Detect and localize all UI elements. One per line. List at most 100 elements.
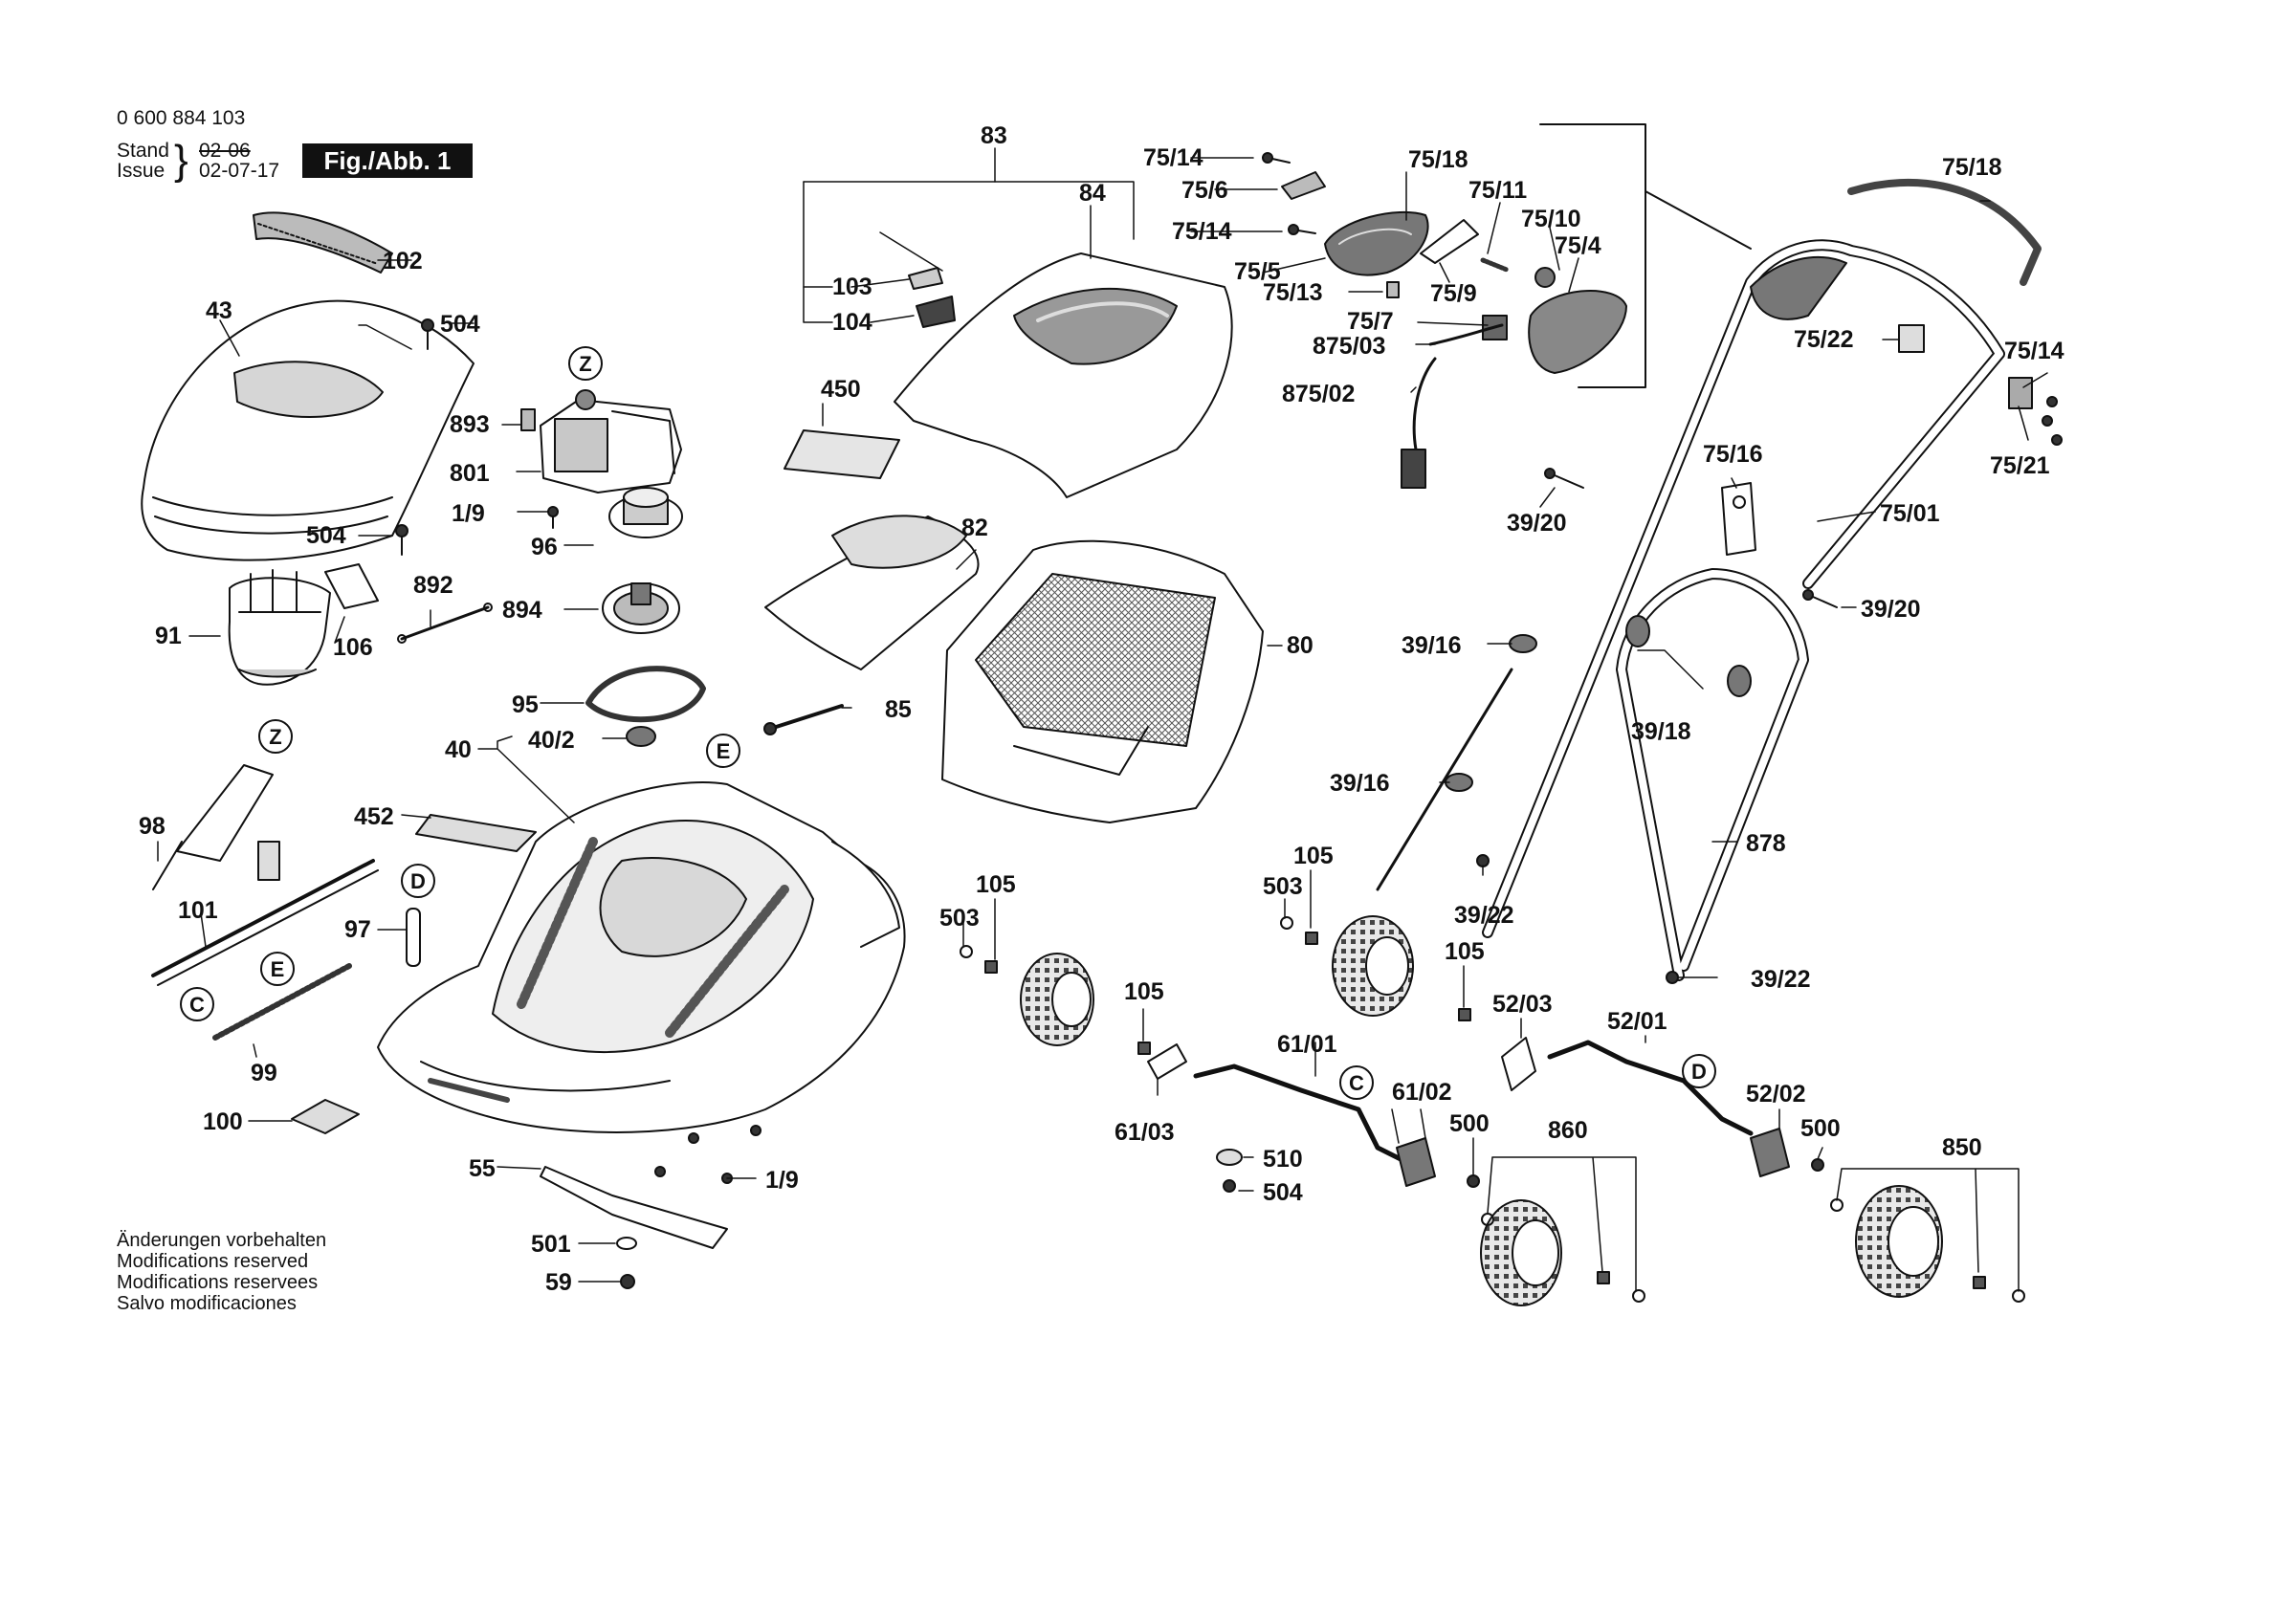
svg-text:Z: Z — [579, 352, 591, 376]
cable-892 — [397, 603, 493, 644]
screw-1-9-top — [547, 506, 559, 529]
front-wheel-right — [1332, 915, 1414, 1017]
callout-39-20-a: 39/20 — [1507, 510, 1567, 537]
svg-text:E: E — [271, 957, 285, 981]
clip-75-22 — [1898, 324, 1925, 353]
nut-105-a — [984, 960, 998, 974]
callout-504-lower: 504 — [306, 522, 346, 549]
document-number: 0 600 884 103 — [117, 107, 246, 129]
motor-cover — [141, 299, 475, 561]
bracket-52-02 — [1750, 1128, 1790, 1177]
part-98 — [152, 764, 274, 890]
callout-75-18-b: 75/18 — [1942, 154, 2002, 181]
spring-75-11 — [1480, 257, 1510, 273]
callout-75-13: 75/13 — [1263, 279, 1323, 306]
grass-box-80 — [941, 539, 1264, 823]
clip-75-21 — [2008, 377, 2033, 409]
callout-101: 101 — [178, 897, 218, 924]
callout-450: 450 — [821, 376, 861, 403]
callout-504-c: 504 — [1263, 1179, 1303, 1206]
callout-52-02: 52/02 — [1746, 1081, 1806, 1108]
grip-bar-75-18 — [1847, 178, 2042, 286]
callout-105-c: 105 — [1293, 843, 1334, 869]
button-75-10 — [1534, 267, 1556, 288]
marker-z-top: Z — [568, 346, 603, 381]
callout-75-01: 75/01 — [1880, 500, 1940, 527]
screws-75-14-c — [2042, 396, 2063, 446]
callout-103: 103 — [832, 274, 872, 300]
screw-500-a — [1467, 1174, 1480, 1188]
callout-75-10: 75/10 — [1521, 206, 1581, 232]
bracket-52-03 — [1501, 1037, 1536, 1091]
marker-e-axle: E — [260, 952, 295, 986]
front-wheel-left — [1020, 953, 1094, 1046]
callout-105-d: 105 — [1445, 938, 1485, 965]
callout-878: 878 — [1746, 830, 1786, 857]
notice-line-fr: Modifications reservees — [117, 1272, 319, 1293]
blade-55 — [540, 1166, 728, 1249]
gear-894 — [602, 582, 680, 634]
bearing-40-2 — [626, 726, 656, 747]
callout-75-11: 75/11 — [1468, 177, 1527, 204]
screw-504-c — [1223, 1179, 1236, 1193]
callout-501: 501 — [531, 1231, 571, 1258]
nut-105-d — [1458, 1008, 1471, 1021]
callout-43: 43 — [206, 297, 232, 324]
lever-75-9 — [1420, 219, 1479, 264]
svg-text:C: C — [189, 993, 205, 1017]
flap-82 — [764, 515, 980, 670]
callout-500-a: 500 — [1449, 1110, 1490, 1137]
callout-801: 801 — [450, 460, 490, 487]
svg-text:C: C — [1349, 1071, 1364, 1095]
spring-99 — [212, 963, 352, 1041]
knob-39-18-a — [1625, 615, 1650, 647]
screw-75-14-a — [1262, 152, 1291, 164]
cover-75-4 — [1528, 290, 1627, 374]
callout-40: 40 — [445, 736, 472, 763]
screw-504-lower — [395, 524, 408, 556]
issue-label: Issue — [117, 160, 166, 182]
callout-labels: 102 43 504 504 91 106 892 893 801 1/9 96… — [139, 122, 2064, 1296]
callout-105-b: 105 — [1124, 978, 1164, 1005]
bag-frame-84 — [894, 252, 1233, 498]
part-100 — [291, 1099, 360, 1134]
stand-label: Stand — [117, 140, 169, 162]
screw-39-20-a — [1544, 468, 1584, 489]
callout-99: 99 — [251, 1060, 277, 1086]
callout-504-top: 504 — [440, 311, 480, 338]
label-452 — [415, 814, 537, 852]
callout-503-b: 503 — [1263, 873, 1303, 900]
callout-894: 894 — [502, 597, 542, 624]
washer-510 — [1216, 1149, 1243, 1166]
callout-39-18: 39/18 — [1631, 718, 1691, 745]
callout-100: 100 — [203, 1108, 243, 1135]
svg-text:Z: Z — [269, 725, 281, 749]
latch-103 — [908, 267, 943, 290]
callout-75-14-b: 75/14 — [1172, 218, 1232, 245]
callout-80: 80 — [1287, 632, 1314, 659]
callout-75-22: 75/22 — [1794, 326, 1854, 353]
leader-lines — [157, 147, 2048, 1292]
callout-83: 83 — [981, 122, 1007, 149]
marker-c-rear: C — [1339, 1065, 1374, 1100]
pulley-96 — [608, 487, 683, 538]
callout-75-9: 75/9 — [1430, 280, 1477, 307]
washer-503-a — [960, 945, 973, 958]
screw-39-20-b — [1802, 589, 1838, 608]
callout-39-16-a: 39/16 — [1402, 632, 1462, 659]
callout-84: 84 — [1079, 180, 1106, 207]
callout-82: 82 — [961, 515, 988, 541]
callout-61-03: 61/03 — [1115, 1119, 1175, 1146]
modification-notice: Änderungen vorbehalten Modifications res… — [117, 1230, 326, 1314]
callout-1-9-deck: 1/9 — [765, 1167, 799, 1194]
knob-39-18-b — [1727, 665, 1752, 697]
callout-75-4: 75/4 — [1555, 232, 1601, 259]
callout-75-18-a: 75/18 — [1408, 146, 1468, 173]
switch-box-75-5 — [1324, 210, 1429, 276]
callout-75-14-a: 75/14 — [1143, 144, 1203, 171]
upper-handle-75-01 — [1482, 239, 2005, 938]
callout-59: 59 — [545, 1269, 572, 1296]
bracket-61-02 — [1396, 1137, 1436, 1187]
axle-52-01 — [1547, 1040, 1754, 1136]
cable-875-03 — [1428, 323, 1504, 346]
